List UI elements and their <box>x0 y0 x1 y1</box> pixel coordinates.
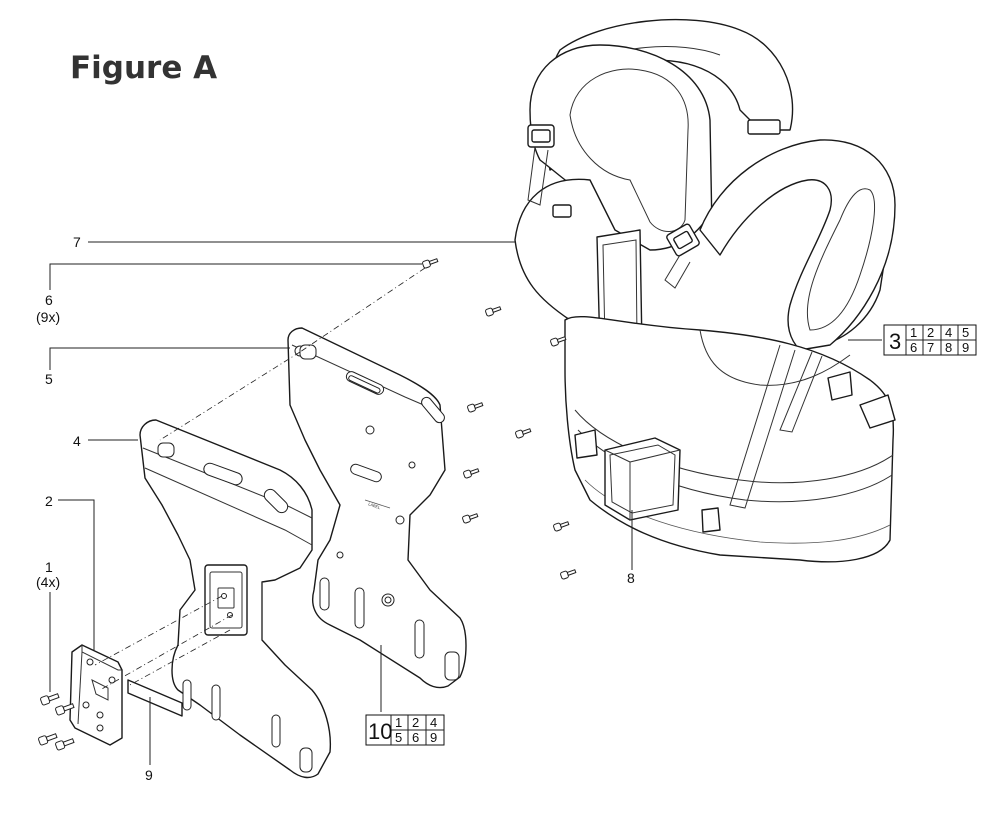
callout-8: 8 <box>627 570 635 586</box>
callout-6-qty: (9x) <box>36 309 60 325</box>
kit-10-part-5: 6 <box>412 730 419 745</box>
callout-4: 4 <box>73 433 81 449</box>
harness-vest-icon <box>514 18 896 563</box>
kit-3-part-8: 9 <box>962 340 969 355</box>
kit-3-part-5: 6 <box>910 340 917 355</box>
kit-3-part-4: 5 <box>962 325 969 340</box>
callout-2: 2 <box>45 493 53 509</box>
leader-lines <box>49 241 882 765</box>
figure-title: Figure A <box>70 50 218 86</box>
callout-9: 9 <box>145 767 153 783</box>
callout-7: 7 <box>73 234 81 250</box>
callout-labels: 7 6 (9x) 5 4 2 1 (4x) 9 8 <box>36 234 635 783</box>
kit-3-part-7: 8 <box>945 340 952 355</box>
kit-10-part-2: 2 <box>412 715 419 730</box>
kit-3-part-2: 2 <box>927 325 934 340</box>
adhesive-strip-icon <box>127 679 183 717</box>
kit-3-part-3: 4 <box>945 325 952 340</box>
assembly-lines <box>94 267 426 691</box>
kit-10-part-3: 4 <box>430 715 437 730</box>
callout-1-qty: (4x) <box>36 574 60 590</box>
mounting-plate-icon: LABEL <box>287 327 467 689</box>
kit-10-box: 10 1 2 4 5 6 9 <box>365 714 445 746</box>
kit-10-number: 10 <box>368 719 392 744</box>
kit-3-part-1: 1 <box>910 325 917 340</box>
svg-text:LABEL: LABEL <box>368 501 382 510</box>
screw-set-6-icon <box>422 258 577 580</box>
kit-10-part-1: 1 <box>395 715 402 730</box>
adapter-plate-icon <box>69 644 123 746</box>
kit-3-box: 3 1 2 4 5 6 7 8 9 <box>883 324 977 356</box>
callout-6: 6 <box>45 292 53 308</box>
kit-3-number: 3 <box>889 329 901 354</box>
kit-10-part-6: 9 <box>430 730 437 745</box>
kit-3-part-6: 7 <box>927 340 934 355</box>
back-plate-icon <box>139 419 332 779</box>
screw-set-1-icon <box>38 693 75 751</box>
callout-1: 1 <box>45 559 53 575</box>
kit-10-part-4: 5 <box>395 730 402 745</box>
callout-5: 5 <box>45 371 53 387</box>
